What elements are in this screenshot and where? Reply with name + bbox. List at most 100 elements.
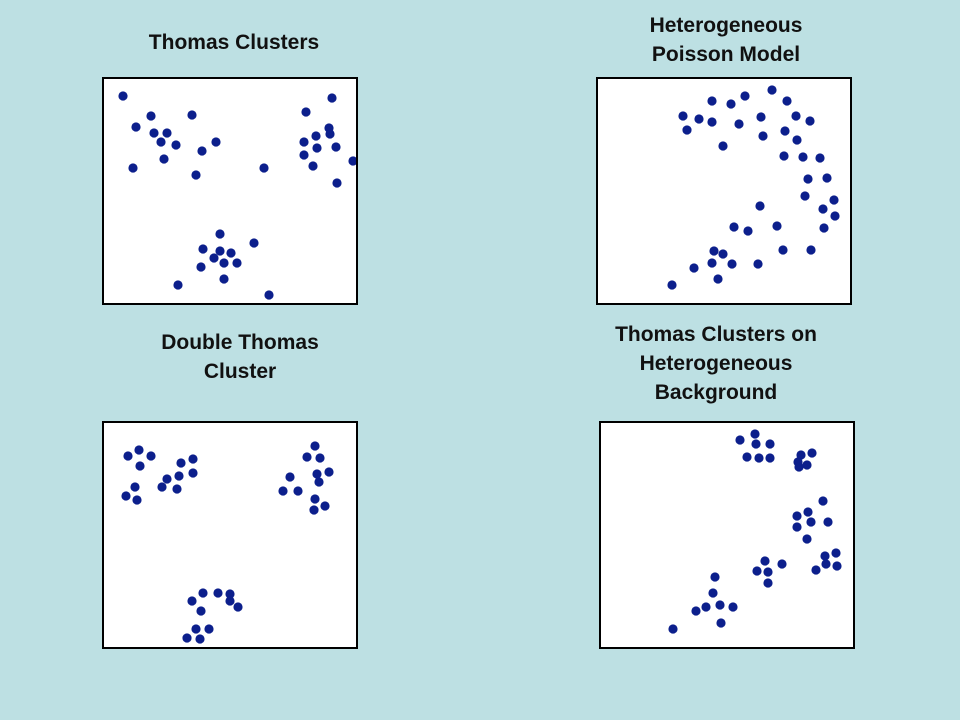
data-point — [312, 143, 322, 153]
data-point — [312, 469, 322, 479]
data-point — [726, 99, 736, 109]
data-point — [131, 122, 141, 132]
data-point — [727, 259, 737, 269]
data-point — [173, 280, 183, 290]
data-point — [211, 137, 221, 147]
data-point — [121, 491, 131, 501]
data-point — [734, 119, 744, 129]
data-point — [188, 454, 198, 464]
data-point — [815, 153, 825, 163]
data-point — [803, 507, 813, 517]
data-point — [689, 263, 699, 273]
data-point — [772, 221, 782, 231]
data-point — [213, 588, 223, 598]
data-point — [225, 596, 235, 606]
data-point — [348, 156, 356, 166]
data-point — [171, 140, 181, 150]
data-point — [327, 93, 337, 103]
data-point — [156, 137, 166, 147]
data-point — [758, 131, 768, 141]
data-point — [820, 551, 830, 561]
data-point — [831, 548, 841, 558]
data-point — [174, 471, 184, 481]
data-point — [331, 142, 341, 152]
data-point — [718, 141, 728, 151]
data-point — [204, 624, 214, 634]
data-point — [818, 496, 828, 506]
data-point — [225, 589, 235, 599]
data-point — [172, 484, 182, 494]
data-point — [830, 211, 840, 221]
data-point — [128, 163, 138, 173]
point-pattern-panel-thomas-clusters — [102, 77, 358, 305]
data-point — [782, 96, 792, 106]
data-point — [807, 448, 817, 458]
data-point — [729, 222, 739, 232]
data-point — [301, 107, 311, 117]
data-point — [325, 129, 335, 139]
data-point — [299, 150, 309, 160]
data-point — [779, 151, 789, 161]
data-point — [792, 511, 802, 521]
data-point — [196, 262, 206, 272]
data-point — [806, 517, 816, 527]
data-point — [278, 486, 288, 496]
panel-title-double-thomas: Double Thomas Cluster — [161, 331, 319, 383]
data-point — [332, 178, 342, 188]
data-point — [707, 117, 717, 127]
data-point — [832, 561, 842, 571]
data-point — [310, 494, 320, 504]
data-point — [777, 559, 787, 569]
data-point — [302, 452, 312, 462]
point-pattern-panel-thomas-heterogeneous — [599, 421, 855, 649]
data-point — [794, 462, 804, 472]
point-pattern-panel-double-thomas — [102, 421, 358, 649]
data-point — [694, 114, 704, 124]
data-point — [191, 624, 201, 634]
data-point — [805, 116, 815, 126]
data-point — [792, 135, 802, 145]
data-point — [324, 467, 334, 477]
data-point — [798, 152, 808, 162]
data-point — [197, 146, 207, 156]
data-point — [709, 246, 719, 256]
point-pattern-panel-heterogeneous-poisson — [596, 77, 852, 305]
data-point — [763, 578, 773, 588]
data-point — [792, 522, 802, 532]
data-point — [135, 461, 145, 471]
data-point — [233, 602, 243, 612]
data-point — [196, 606, 206, 616]
data-point — [691, 606, 701, 616]
data-point — [811, 565, 821, 575]
data-point — [315, 453, 325, 463]
data-point — [259, 163, 269, 173]
data-point — [751, 439, 761, 449]
data-point — [765, 453, 775, 463]
data-point — [118, 91, 128, 101]
data-point — [187, 596, 197, 606]
data-point — [819, 223, 829, 233]
data-point — [293, 486, 303, 496]
data-point — [146, 111, 156, 121]
data-point — [285, 472, 295, 482]
data-point — [264, 290, 274, 300]
data-point — [187, 110, 197, 120]
data-point — [198, 244, 208, 254]
data-point — [209, 253, 219, 263]
data-point — [226, 248, 236, 258]
data-point — [667, 280, 677, 290]
data-point — [249, 238, 259, 248]
data-point — [796, 450, 806, 460]
data-point — [678, 111, 688, 121]
data-point — [735, 435, 745, 445]
data-point — [707, 96, 717, 106]
data-point — [803, 174, 813, 184]
data-point — [232, 258, 242, 268]
data-point — [682, 125, 692, 135]
point-pattern-plot — [667, 85, 840, 290]
data-point — [134, 445, 144, 455]
data-point — [215, 229, 225, 239]
data-point — [314, 477, 324, 487]
data-point — [756, 112, 766, 122]
panel-title-thomas-clusters: Thomas Clusters — [148, 31, 320, 54]
